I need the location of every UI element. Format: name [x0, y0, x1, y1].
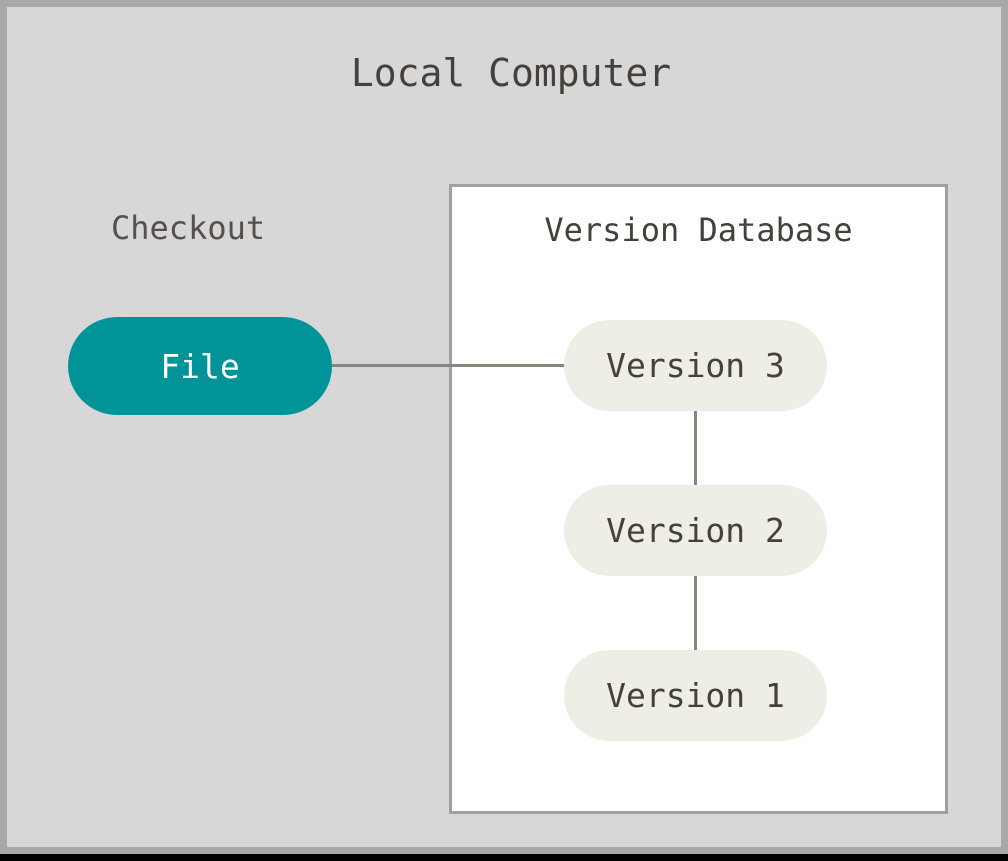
edge-version-2-to-version-1	[694, 575, 697, 651]
node-version-1-label: Version 1	[606, 679, 785, 712]
edge-file-to-version-3	[332, 364, 565, 367]
node-version-3[interactable]: Version 3	[564, 320, 827, 411]
node-version-1[interactable]: Version 1	[564, 650, 827, 741]
node-version-2-label: Version 2	[606, 514, 785, 547]
node-file[interactable]: File	[68, 317, 332, 415]
page-title: Local Computer	[7, 49, 1008, 97]
version-database-title: Version Database	[449, 209, 948, 251]
node-version-3-label: Version 3	[606, 349, 785, 382]
edge-version-3-to-version-2	[694, 410, 697, 486]
node-version-2[interactable]: Version 2	[564, 485, 827, 576]
node-file-label: File	[160, 350, 239, 383]
checkout-section-label: Checkout	[111, 207, 265, 249]
